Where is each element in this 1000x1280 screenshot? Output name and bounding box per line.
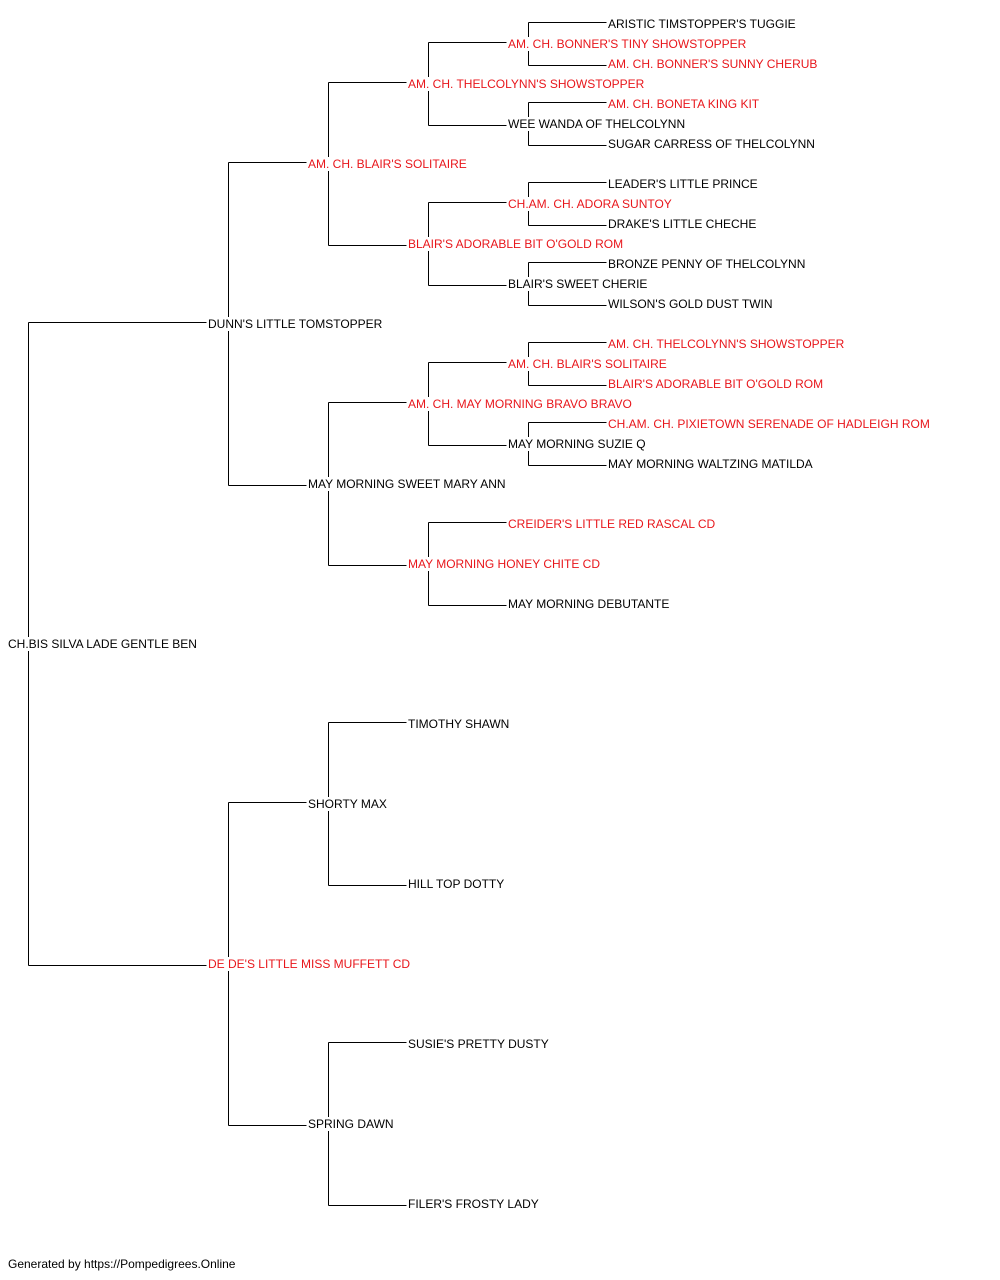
pedigree-entry-sdsd: MAY MORNING SUZIE Q	[508, 437, 646, 451]
pedigree-entry-ssss: AM. CH. BONNER'S TINY SHOWSTOPPER	[508, 37, 747, 51]
pedigree-entry-dss: TIMOTHY SHAWN	[408, 717, 510, 731]
pedigree-entry-dam: DE DE'S LITTLE MISS MUFFETT CD	[208, 957, 411, 971]
pedigree-entry-sd: MAY MORNING SWEET MARY ANN	[308, 477, 506, 491]
pedigree-entry-ds: SHORTY MAX	[308, 797, 387, 811]
pedigree-entry-sdss: AM. CH. BLAIR'S SOLITAIRE	[508, 357, 667, 371]
pedigree-entry-sds: AM. CH. MAY MORNING BRAVO BRAVO	[408, 397, 632, 411]
pedigree-entry-ssdsd: DRAKE'S LITTLE CHECHE	[608, 217, 757, 231]
pedigree-entry-ddd: FILER'S FROSTY LADY	[408, 1197, 539, 1211]
pedigree-entry-ssddd: WILSON'S GOLD DUST TWIN	[608, 297, 773, 311]
pedigree-entry-sdssd: BLAIR'S ADORABLE BIT O'GOLD ROM	[608, 377, 824, 391]
generated-by-footer: Generated by https://Pompedigrees.Online	[8, 1257, 236, 1271]
pedigree-entry-root: CH.BIS SILVA LADE GENTLE BEN	[8, 637, 197, 651]
pedigree-entry-sdsdd: MAY MORNING WALTZING MATILDA	[608, 457, 813, 471]
pedigree-entry-sire: DUNN'S LITTLE TOMSTOPPER	[208, 317, 383, 331]
pedigree-entry-sddd: MAY MORNING DEBUTANTE	[508, 597, 670, 611]
pedigree-entry-dsd: HILL TOP DOTTY	[408, 877, 505, 891]
pedigree-entry-dd: SPRING DAWN	[308, 1117, 394, 1131]
pedigree-entry-ssdds: BRONZE PENNY OF THELCOLYNN	[608, 257, 806, 271]
pedigree-entry-ssssd: AM. CH. BONNER'S SUNNY CHERUB	[608, 57, 818, 71]
pedigree-entry-dds: SUSIE'S PRETTY DUSTY	[408, 1037, 549, 1051]
pedigree-entry-sss: AM. CH. THELCOLYNN'S SHOWSTOPPER	[408, 77, 645, 91]
pedigree-entry-ssdss: LEADER'S LITTLE PRINCE	[608, 177, 758, 191]
pedigree-entry-sdsds: CH.AM. CH. PIXIETOWN SERENADE OF HADLEIG…	[608, 417, 930, 431]
pedigree-entry-ssdd: BLAIR'S SWEET CHERIE	[508, 277, 648, 291]
pedigree-entry-ssd: BLAIR'S ADORABLE BIT O'GOLD ROM	[408, 237, 624, 251]
pedigree-entry-sdd: MAY MORNING HONEY CHITE CD	[408, 557, 601, 571]
pedigree-entry-sssss: ARISTIC TIMSTOPPER'S TUGGIE	[608, 17, 796, 31]
pedigree-entry-sdds: CREIDER'S LITTLE RED RASCAL CD	[508, 517, 716, 531]
pedigree-entry-ssds: CH.AM. CH. ADORA SUNTOY	[508, 197, 672, 211]
pedigree-entry-sssds: AM. CH. BONETA KING KIT	[608, 97, 760, 111]
pedigree-entry-ss: AM. CH. BLAIR'S SOLITAIRE	[308, 157, 467, 171]
pedigree-entry-sssdd: SUGAR CARRESS OF THELCOLYNN	[608, 137, 815, 151]
pedigree-entry-sssd: WEE WANDA OF THELCOLYNN	[508, 117, 686, 131]
pedigree-entry-sdsss: AM. CH. THELCOLYNN'S SHOWSTOPPER	[608, 337, 845, 351]
